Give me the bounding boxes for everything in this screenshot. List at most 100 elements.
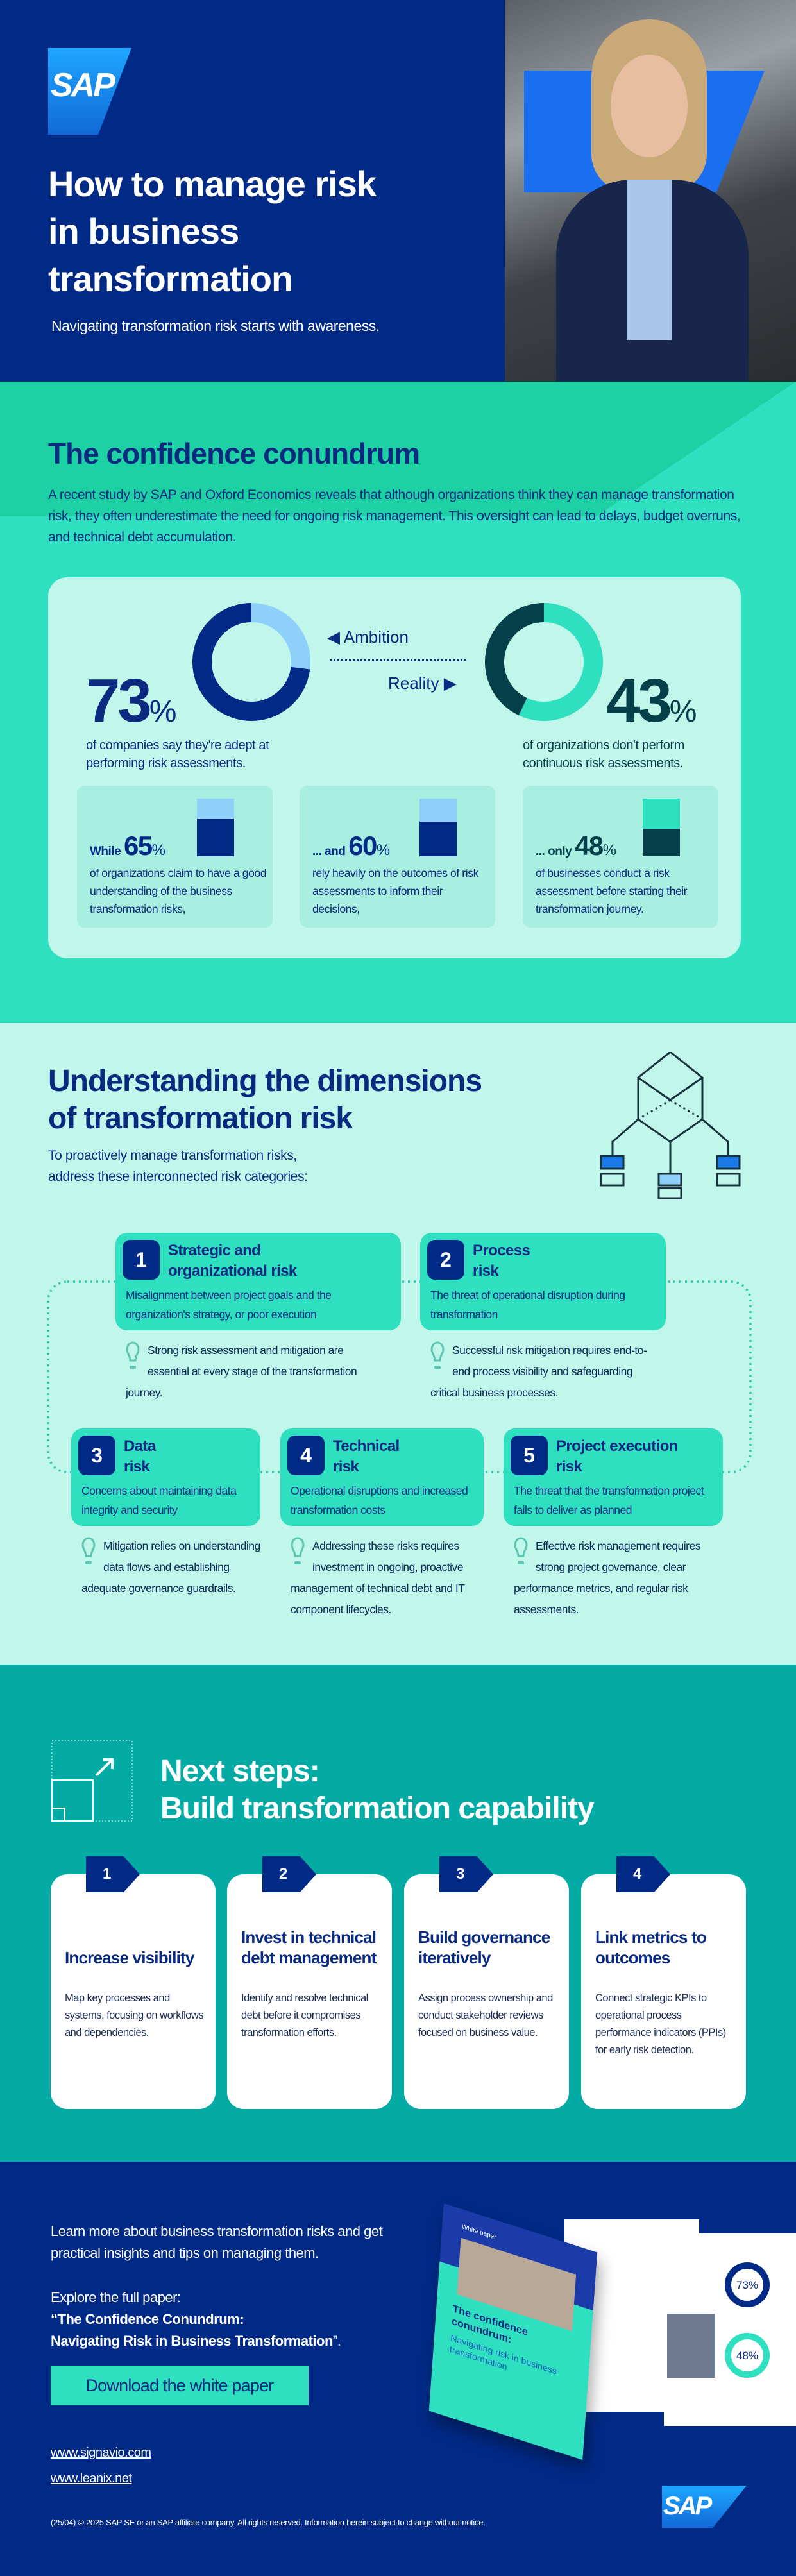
step-number: 1 bbox=[86, 1856, 140, 1892]
ambition-donut bbox=[192, 603, 310, 721]
stat-bar-fill bbox=[643, 828, 680, 856]
lightbulb-icon bbox=[291, 1537, 305, 1564]
step-description: Assign process ownership and conduct sta… bbox=[418, 1992, 553, 2038]
arrow-right-icon: ▶ bbox=[443, 674, 457, 693]
section-intro: To proactively manage transformation ris… bbox=[48, 1148, 308, 1184]
step-number: 4 bbox=[616, 1856, 670, 1892]
ambition-stat: 73% bbox=[86, 666, 177, 735]
risk-description: The threat that the transformation proje… bbox=[514, 1484, 704, 1516]
risk-number: 2 bbox=[427, 1240, 464, 1280]
ambition-label: ◀ Ambition bbox=[327, 627, 409, 647]
ambition-caption: of companies say they're adept at perfor… bbox=[86, 738, 269, 770]
explore-label: Explore the full paper: bbox=[51, 2289, 181, 2305]
section-title: The confidence conundrum bbox=[48, 437, 420, 470]
step-title: Build governance iteratively bbox=[418, 1928, 550, 1967]
stat-bar bbox=[197, 799, 234, 856]
risk-number: 3 bbox=[78, 1436, 115, 1475]
reality-stat: 43% bbox=[606, 666, 697, 735]
stat-number: ... only 48% bbox=[536, 831, 616, 861]
stat-text: of organizations claim to have a good un… bbox=[90, 867, 267, 915]
divider bbox=[330, 659, 466, 661]
risk-tip: Effective risk management requires stron… bbox=[514, 1536, 727, 1620]
step-description: Map key processes and systems, focusing … bbox=[65, 1992, 204, 2038]
hero-section: SAP How to manage risk in business trans… bbox=[0, 0, 796, 382]
mockup-stat: 73% bbox=[725, 2262, 770, 2307]
stat-bar-fill bbox=[419, 822, 457, 856]
donut-value bbox=[192, 603, 310, 721]
mockup-stat: 48% bbox=[725, 2333, 770, 2378]
download-button[interactable]: Download the white paper bbox=[51, 2366, 309, 2405]
risk-tip: Mitigation relies on understanding data … bbox=[81, 1536, 264, 1599]
step-card: 2 Invest in technical debt management Id… bbox=[227, 1856, 392, 2109]
stat-box: While 65% of organizations claim to have… bbox=[77, 786, 273, 928]
risk-description: Concerns about maintaining data integrit… bbox=[81, 1484, 237, 1516]
donut-remainder bbox=[251, 603, 310, 670]
growth-arrow-icon bbox=[51, 1740, 133, 1822]
risk-description: Misalignment between project goals and t… bbox=[126, 1289, 332, 1321]
title-line: in business bbox=[48, 211, 239, 251]
person-shirt bbox=[627, 180, 672, 340]
risk-number: 1 bbox=[123, 1240, 160, 1280]
step-card: 1 Increase visibility Map key processes … bbox=[51, 1856, 216, 2109]
section-title: Next steps:Build transformation capabili… bbox=[160, 1754, 595, 1826]
risk-number: 5 bbox=[511, 1436, 548, 1475]
hero-photo bbox=[505, 0, 796, 382]
donut-remainder bbox=[518, 603, 603, 721]
stat-number: While 65% bbox=[90, 831, 165, 861]
learn-more-text: Learn more about business transformation… bbox=[51, 2223, 383, 2261]
stat-box: ... and 60% rely heavily on the outcomes… bbox=[300, 786, 495, 928]
risk-tip: Successful risk mitigation requires end-… bbox=[430, 1340, 650, 1403]
stat-bar bbox=[643, 799, 680, 856]
lightbulb-icon bbox=[126, 1341, 140, 1369]
lightbulb-icon bbox=[514, 1537, 528, 1564]
risk-description: Operational disruptions and increased tr… bbox=[291, 1484, 468, 1516]
reality-donut bbox=[485, 603, 603, 721]
page-title: How to manage risk in business transform… bbox=[48, 160, 377, 303]
donut-value bbox=[485, 603, 545, 716]
copyright: (25/04) © 2025 SAP SE or an SAP affiliat… bbox=[51, 2518, 486, 2527]
step-number: 3 bbox=[439, 1856, 493, 1892]
paper-title: “The Confidence Conundrum:Navigating Ris… bbox=[51, 2311, 341, 2349]
signavio-link[interactable]: www.signavio.com bbox=[51, 2446, 151, 2460]
step-description: Identify and resolve technical debt befo… bbox=[241, 1992, 368, 2038]
risk-description: The threat of operational disruption dur… bbox=[430, 1289, 625, 1321]
arrow-left-icon: ◀ bbox=[327, 627, 340, 647]
step-number: 2 bbox=[262, 1856, 316, 1892]
stat-text: of businesses conduct a risk assessment … bbox=[536, 867, 688, 915]
leanix-link[interactable]: www.leanix.net bbox=[51, 2471, 132, 2486]
sap-logo: SAP bbox=[48, 48, 131, 135]
step-title: Increase visibility bbox=[65, 1948, 194, 1967]
paper-page-stats: 73% 48% bbox=[664, 2233, 796, 2426]
stat-bar-fill bbox=[197, 818, 234, 856]
confidence-section: The confidence conundrum A recent study … bbox=[0, 382, 796, 1023]
step-title: Invest in technical debt management bbox=[241, 1928, 377, 1967]
person-face bbox=[611, 55, 688, 157]
hero-subtitle: Navigating transformation risk starts wi… bbox=[51, 318, 380, 334]
stat-bar bbox=[419, 799, 457, 856]
lightbulb-icon bbox=[81, 1537, 96, 1564]
footer-section: Learn more about business transformation… bbox=[0, 2162, 796, 2576]
stats-card: 73% of companies say they're adept at pe… bbox=[48, 577, 741, 958]
reality-caption: of organizations don't perform continuou… bbox=[523, 738, 684, 770]
stat-box: ... only 48% of businesses conduct a ris… bbox=[523, 786, 718, 928]
title-line: transformation bbox=[48, 258, 293, 299]
stat-text: rely heavily on the outcomes of risk ass… bbox=[312, 867, 478, 915]
risk-number: 4 bbox=[287, 1436, 325, 1475]
title-line: How to manage risk bbox=[48, 164, 377, 204]
lightbulb-icon bbox=[430, 1341, 445, 1369]
